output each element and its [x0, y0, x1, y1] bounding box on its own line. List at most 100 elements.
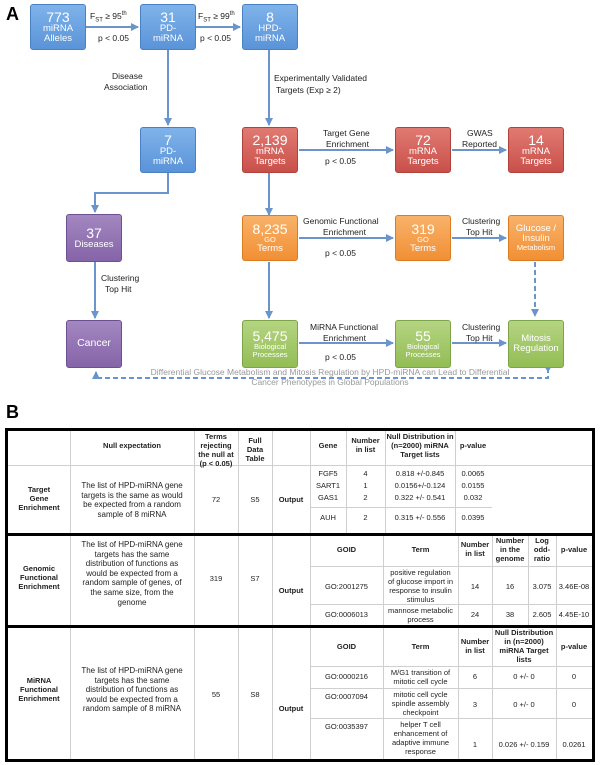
number-cell: 1	[472, 740, 478, 749]
edge-label-tge-2: Enrichment	[326, 139, 369, 149]
box-number: 31	[160, 8, 176, 25]
header-p-value: p-value	[459, 441, 487, 450]
edge-label-p2: p < 0.05	[200, 33, 231, 43]
edge-label-clust2-2: Top Hit	[105, 284, 132, 294]
box-number: 72	[415, 131, 431, 148]
number-cell: 2	[363, 493, 368, 502]
full-data-target-gene: S5	[250, 495, 260, 504]
goid-cell: GO:2001275	[325, 582, 368, 591]
box-cancer: Cancer	[66, 320, 122, 368]
box-mirna-alleles: 773 miRNA Alleles	[30, 4, 86, 50]
box-label: mRNA	[256, 146, 284, 158]
full-data-genomic: S7	[250, 574, 260, 583]
null-cell: 0 +/- 0	[513, 672, 535, 681]
number-cell: 4	[363, 469, 368, 478]
box-label: miRNA	[254, 33, 286, 45]
null-cell: 0.0156+/-0.124	[394, 481, 446, 490]
number-cell: 24	[470, 610, 480, 619]
edge-label-disease-1: Disease	[112, 71, 143, 81]
box-label: GO	[417, 235, 429, 245]
pvalue-cell: 0.0155	[461, 481, 485, 490]
header-p-value: p-value	[560, 642, 588, 651]
box-mitosis-regulation: Mitosis Regulation	[508, 320, 564, 368]
box-label: Metabolism	[516, 243, 556, 253]
goid-cell: GO:0007094	[325, 692, 368, 701]
edge-label-exp-valid-1: Experimentally Validated	[274, 73, 367, 83]
box-label: Terms	[257, 243, 283, 255]
box-label: Cancer	[77, 337, 111, 350]
genome-cell: 16	[505, 582, 515, 591]
edge-label-tge-1: Target Gene	[323, 128, 370, 138]
full-data-mirna: S8	[250, 690, 260, 699]
box-number: 2,139	[252, 131, 288, 148]
box-label: HPD-	[258, 23, 282, 35]
box-label: Processes	[405, 350, 441, 360]
pvalue-cell: 0.032	[463, 493, 483, 502]
box-number: 55	[415, 327, 431, 344]
caption-line-1: Differential Glucose Metabolism and Mito…	[150, 367, 510, 377]
box-label: Targets	[254, 156, 286, 168]
pvalue-cell: 0	[571, 700, 577, 709]
edge-label-fst95: FST ≥ 95th	[90, 11, 127, 24]
box-label: PD-	[159, 146, 177, 158]
pvalue-cell: 0	[571, 672, 577, 681]
header-p-value: p-value	[560, 545, 588, 554]
box-label: GO	[264, 235, 276, 245]
box-hpd-mirna-8: 8 HPD- miRNA	[242, 4, 298, 50]
goid-cell: GO:0000216	[325, 672, 368, 681]
box-label: miRNA	[42, 23, 74, 35]
log-cell: 2.605	[532, 610, 552, 619]
header-null-expectation: Null expectation	[103, 441, 161, 450]
edge-label-gfe-1: Genomic Functional	[303, 216, 379, 226]
box-label: Alleles	[44, 33, 72, 45]
box-go-319: 319 GO Terms	[395, 215, 451, 261]
edge-label-p3: p < 0.05	[325, 156, 356, 166]
number-cell: 1	[363, 481, 368, 490]
edge-label-mfe-1: MiRNA Functional	[310, 322, 379, 332]
terms-rejecting-target-gene: 72	[211, 495, 221, 504]
box-label: mRNA	[522, 146, 550, 158]
box-label: Targets	[407, 156, 439, 168]
box-glucose-insulin: Glucose / Insulin Metabolism	[508, 215, 564, 261]
null-cell: 0.322 +/- 0.541	[394, 493, 446, 502]
pvalue-cell: 0.0395	[461, 513, 485, 522]
box-pd-mirna-31: 31 PD- miRNA	[140, 4, 196, 50]
box-label: Diseases	[74, 239, 114, 251]
goid-cell: GO:0006013	[325, 610, 368, 619]
edge-label-disease-2: Association	[104, 82, 148, 92]
caption-line-2: Cancer Phenotypes in Global Populations	[251, 377, 409, 388]
box-label: Biological	[406, 342, 440, 352]
edge-label-clust3-1: Clustering	[462, 322, 501, 332]
output-label: Output	[278, 495, 304, 504]
arrow-pd7-to-diseases	[91, 173, 169, 213]
panel-a-label: A	[6, 4, 19, 24]
null-cell: 0 +/- 0	[513, 700, 535, 709]
box-number: 319	[411, 220, 435, 237]
gene-cell: AUH	[320, 513, 336, 522]
edge-label-clust1-1: Clustering	[462, 216, 501, 226]
box-label: miRNA	[152, 156, 184, 168]
box-number: 14	[528, 131, 544, 148]
diagram-caption: Differential Glucose Metabolism and Mito…	[110, 367, 550, 387]
box-label: Mitosis	[521, 333, 551, 345]
number-cell: 2	[363, 513, 368, 522]
null-cell: 0.818 +/-0.845	[395, 469, 445, 478]
pvalue-cell: 3.46E-08	[558, 582, 590, 591]
gene-cell: GAS1	[317, 493, 338, 502]
box-bio-55: 55 Biological Processes	[395, 320, 451, 368]
panel-b-label: B	[6, 402, 19, 422]
box-label: PD-	[159, 23, 177, 35]
box-label: Glucose /	[515, 223, 557, 235]
number-cell: 6	[472, 672, 478, 681]
edge-label-p4: p < 0.05	[325, 248, 356, 258]
